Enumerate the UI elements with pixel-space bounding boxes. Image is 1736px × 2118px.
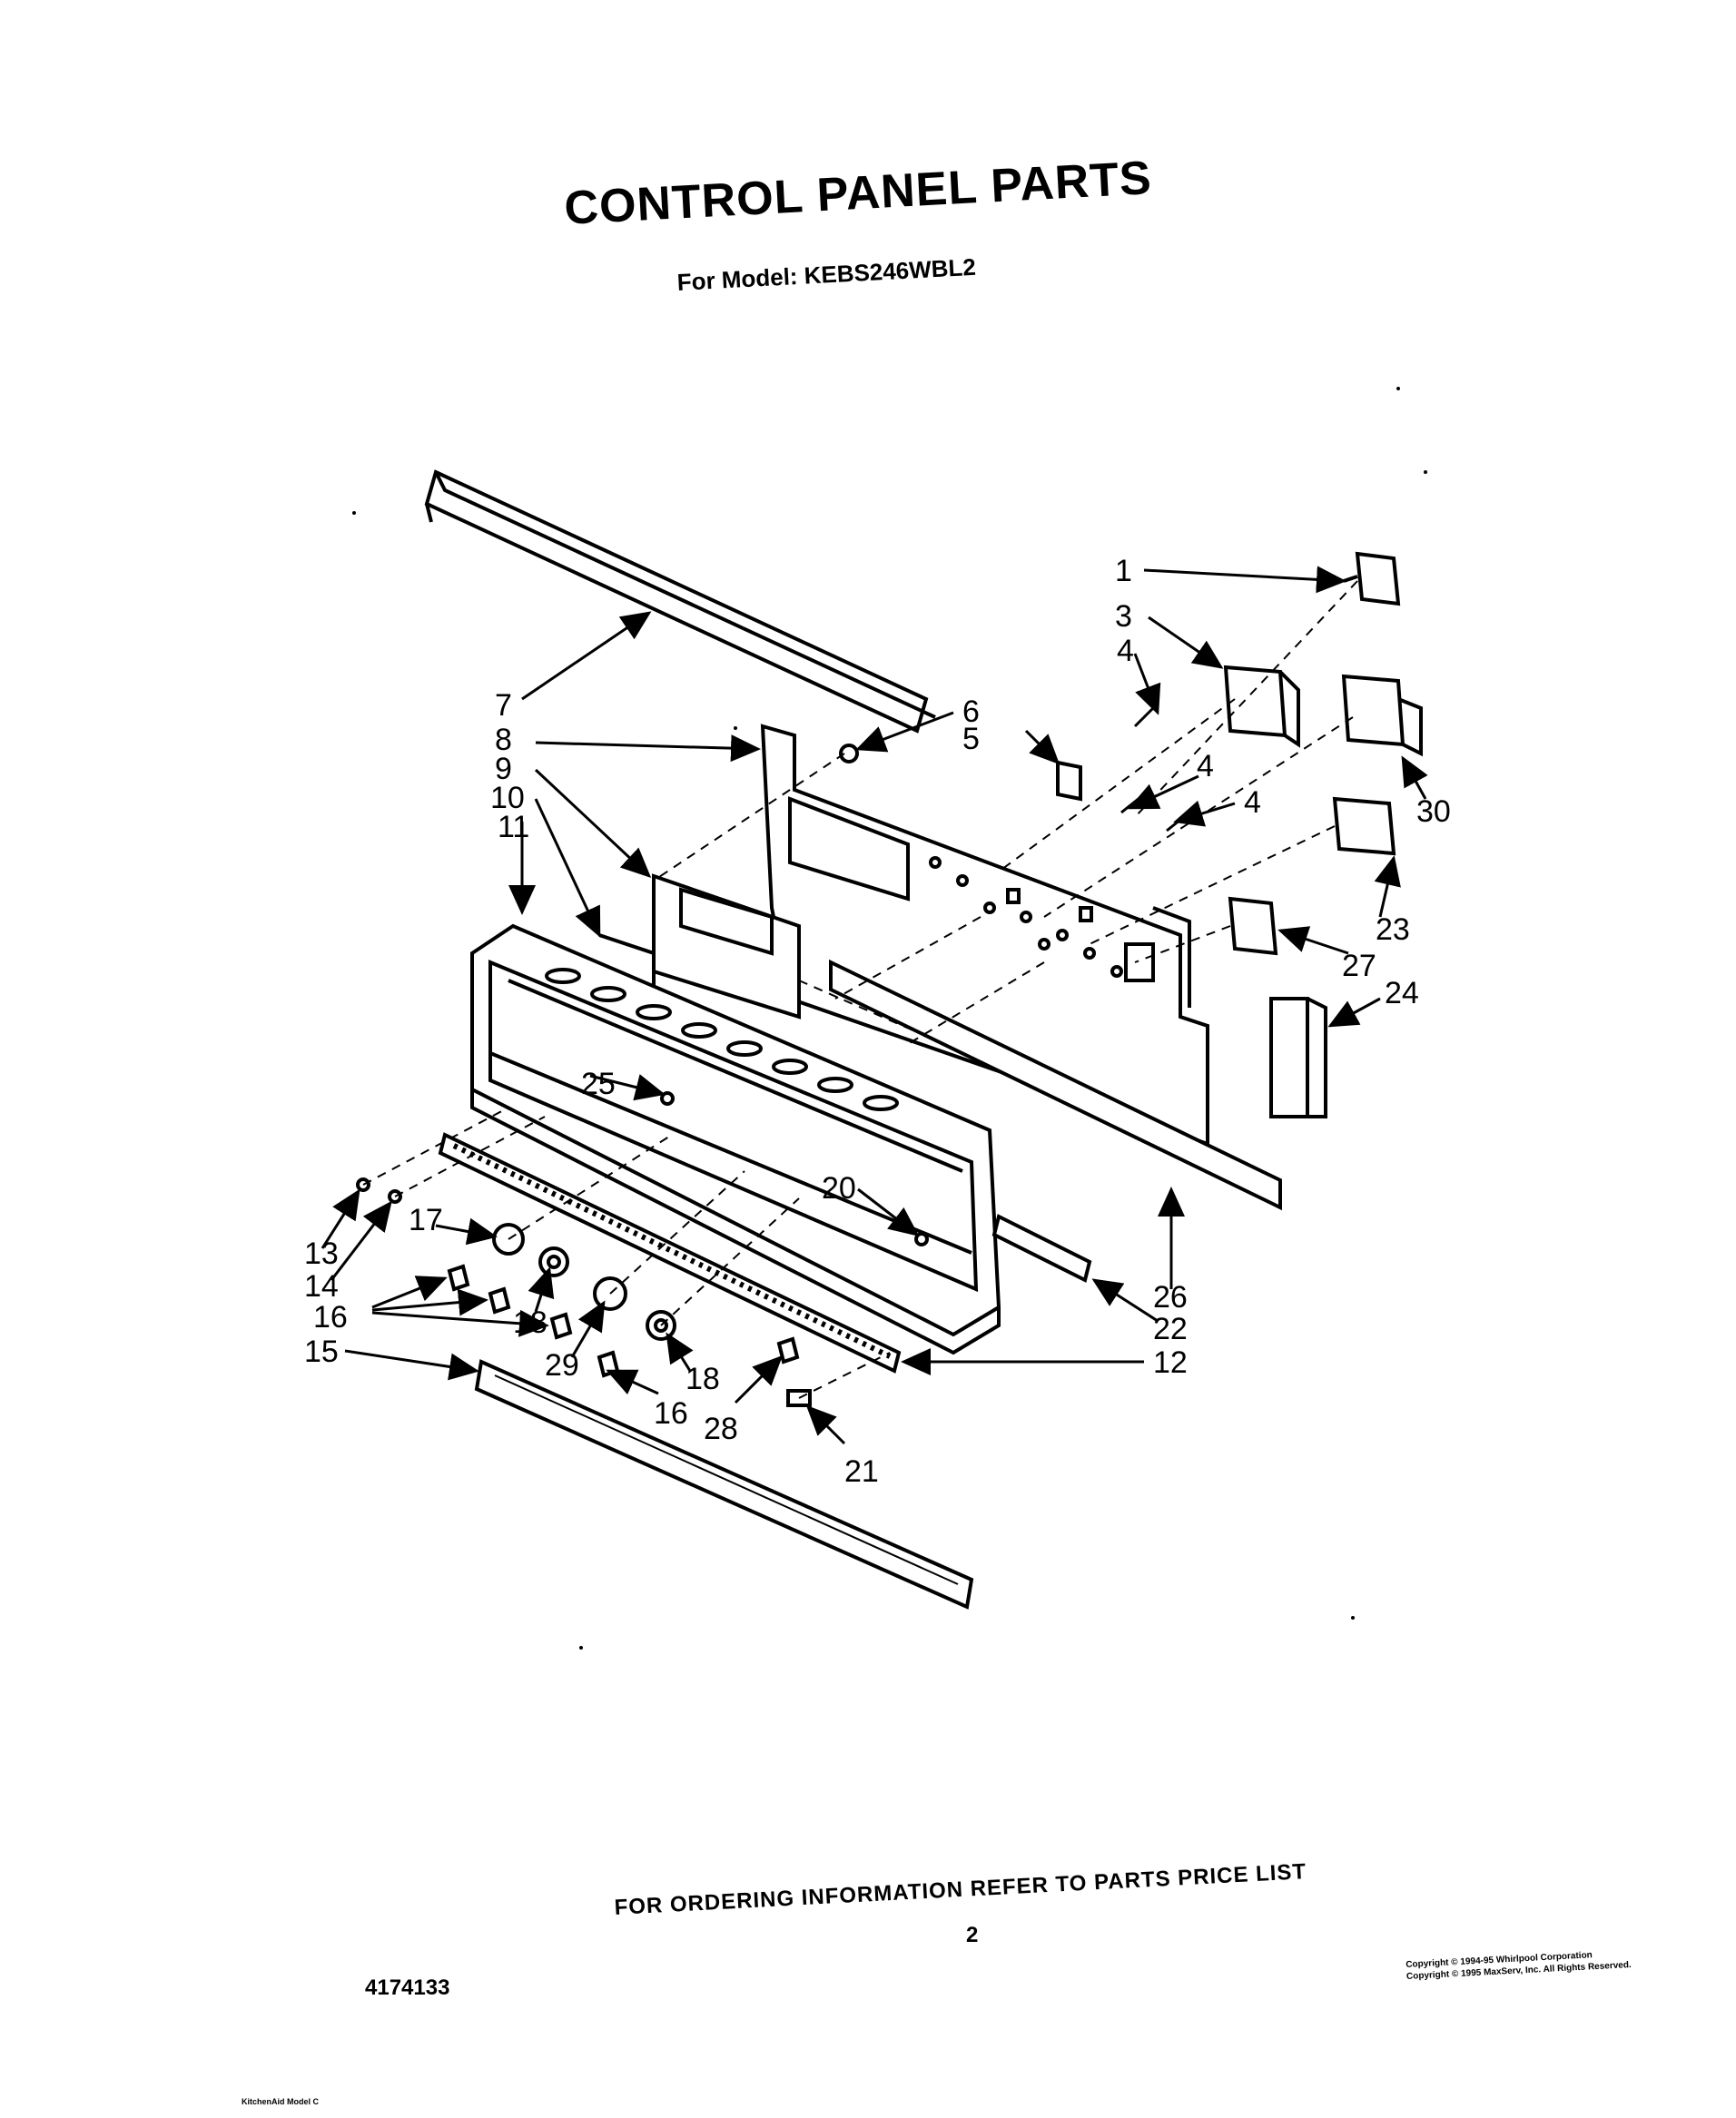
knob-18a [538,1246,569,1277]
page-number: 2 [966,1923,979,1947]
button-28 [776,1336,800,1364]
display-board [598,873,801,1044]
callout-4a: 4 [1117,634,1134,668]
callout-9: 9 [495,752,512,786]
screw-13 [356,1177,370,1192]
button-16a [447,1264,470,1292]
standoff-4a [1133,706,1155,728]
module-part [1332,796,1396,856]
callout-15: 15 [304,1335,339,1369]
small-strip [991,1214,1092,1283]
callout-13: 13 [304,1236,339,1271]
callout-11: 11 [498,810,529,844]
callout-20: 20 [822,1171,856,1206]
callout-4c: 4 [1244,785,1261,820]
callout-26: 26 [1153,1280,1188,1315]
scan-specks [352,387,1427,1650]
callout-10: 10 [490,781,525,815]
callout-4b: 4 [1197,749,1214,783]
callout-14: 14 [304,1269,339,1304]
callout-22: 22 [1153,1312,1188,1346]
connector-part [1228,896,1278,956]
bottom-left-note: KitchenAid Model C [242,2097,319,2106]
lower-trim-strip [474,1359,974,1610]
callout-6: 6 [962,695,980,729]
knob-18b-hub [654,1318,668,1333]
relay-part-30 [1341,674,1423,757]
callout-18a: 18 [513,1305,547,1340]
callout-25: 25 [581,1067,616,1101]
button-16b [488,1286,511,1315]
switch-part [1343,551,1401,606]
side-bracket [1269,997,1327,1118]
callout-29: 29 [545,1348,579,1383]
callout-23: 23 [1376,912,1410,947]
callout-1: 1 [1115,554,1132,588]
top-trim-strip [424,469,936,734]
callout-8: 8 [495,723,512,757]
callout-17: 17 [409,1203,443,1237]
callout-18b: 18 [686,1362,720,1396]
callout-16b: 16 [654,1396,688,1431]
callout-27: 27 [1342,949,1376,983]
leader-arrows [321,566,1428,1445]
relay-part [1223,665,1300,748]
screw-20 [914,1232,929,1246]
mounting-bracket [760,724,1209,1147]
nut-part [839,744,859,763]
front-panel-frame [470,923,1001,1355]
callout-7: 7 [495,688,512,723]
screw-14 [388,1189,402,1204]
callout-16a: 16 [313,1300,348,1335]
clip-part [1056,760,1082,802]
document-number: 4174133 [365,1975,450,2000]
callout-3: 3 [1115,599,1132,634]
callout-30: 30 [1416,794,1451,829]
callout-28: 28 [704,1412,738,1446]
callout-24: 24 [1385,976,1419,1010]
callout-5: 5 [962,722,980,756]
callout-12: 12 [1153,1345,1188,1380]
button-16c [549,1312,573,1340]
callout-21: 21 [844,1454,879,1489]
touch-strip [438,1132,902,1374]
